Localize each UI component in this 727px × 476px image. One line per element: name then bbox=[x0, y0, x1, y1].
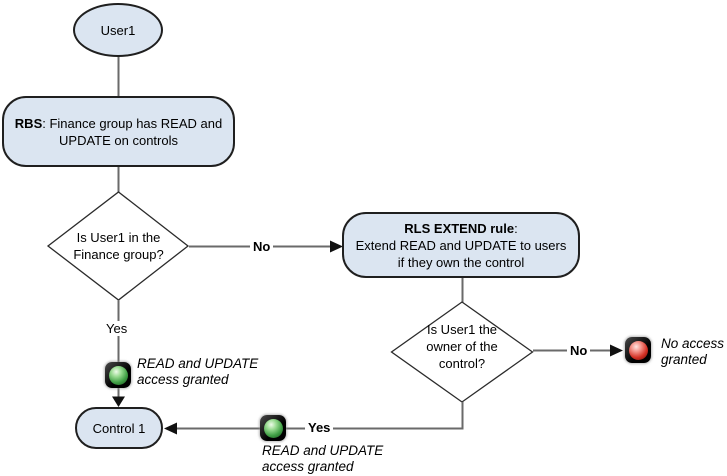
arrowhead-into-control1-top bbox=[112, 396, 125, 407]
node-rls-title-colon: : bbox=[514, 220, 518, 236]
annotation-access-granted-bottom: READ and UPDATE access granted bbox=[262, 443, 384, 474]
node-control1: Control 1 bbox=[75, 407, 163, 449]
decision2-label: Is User1 the owner of the control? bbox=[426, 322, 498, 371]
edge-label-yes-decision1: Yes bbox=[103, 321, 131, 336]
edge-label-yes-decision2: Yes bbox=[305, 420, 334, 435]
node-rbs-rule: RBS: Finance group has READ and UPDATE o… bbox=[2, 96, 235, 167]
node-rbs-label: RBS: Finance group has READ and UPDATE o… bbox=[12, 115, 225, 149]
node-control1-label: Control 1 bbox=[92, 420, 146, 436]
annotation-access-granted-top: READ and UPDATE access granted bbox=[137, 356, 259, 387]
arrowhead-into-rls bbox=[330, 240, 343, 253]
node-rbs-label-rest: : Finance group has READ and UPDATE on c… bbox=[42, 115, 223, 148]
red-light-icon bbox=[625, 337, 651, 363]
edge-label-no-decision2: No bbox=[567, 343, 591, 358]
green-bulb-icon bbox=[263, 418, 283, 438]
node-user1-label: User1 bbox=[100, 22, 136, 38]
node-rls-title-bold: RLS EXTEND rule bbox=[404, 220, 515, 236]
node-rls-title: RLS EXTEND rule: bbox=[354, 220, 568, 237]
green-light-icon bbox=[260, 415, 286, 441]
node-rls-text: RLS EXTEND rule: Extend READ and UPDATE … bbox=[354, 220, 568, 271]
node-rls-extend-rule: RLS EXTEND rule: Extend READ and UPDATE … bbox=[342, 212, 580, 278]
green-light-icon bbox=[105, 362, 131, 388]
arrowhead-into-control1-right bbox=[164, 422, 177, 435]
red-bulb-icon bbox=[628, 340, 648, 360]
green-bulb-icon bbox=[108, 365, 128, 385]
node-rbs-label-bold: RBS bbox=[14, 115, 43, 131]
arrowhead-into-red-light bbox=[610, 344, 623, 357]
node-user1: User1 bbox=[73, 3, 163, 57]
annotation-no-access: No access granted bbox=[661, 336, 725, 367]
node-rls-body: Extend READ and UPDATE to users if they … bbox=[355, 237, 567, 270]
decision1-label: Is User1 in the Finance group? bbox=[73, 230, 164, 262]
edge-label-no-decision1: No bbox=[250, 239, 274, 254]
